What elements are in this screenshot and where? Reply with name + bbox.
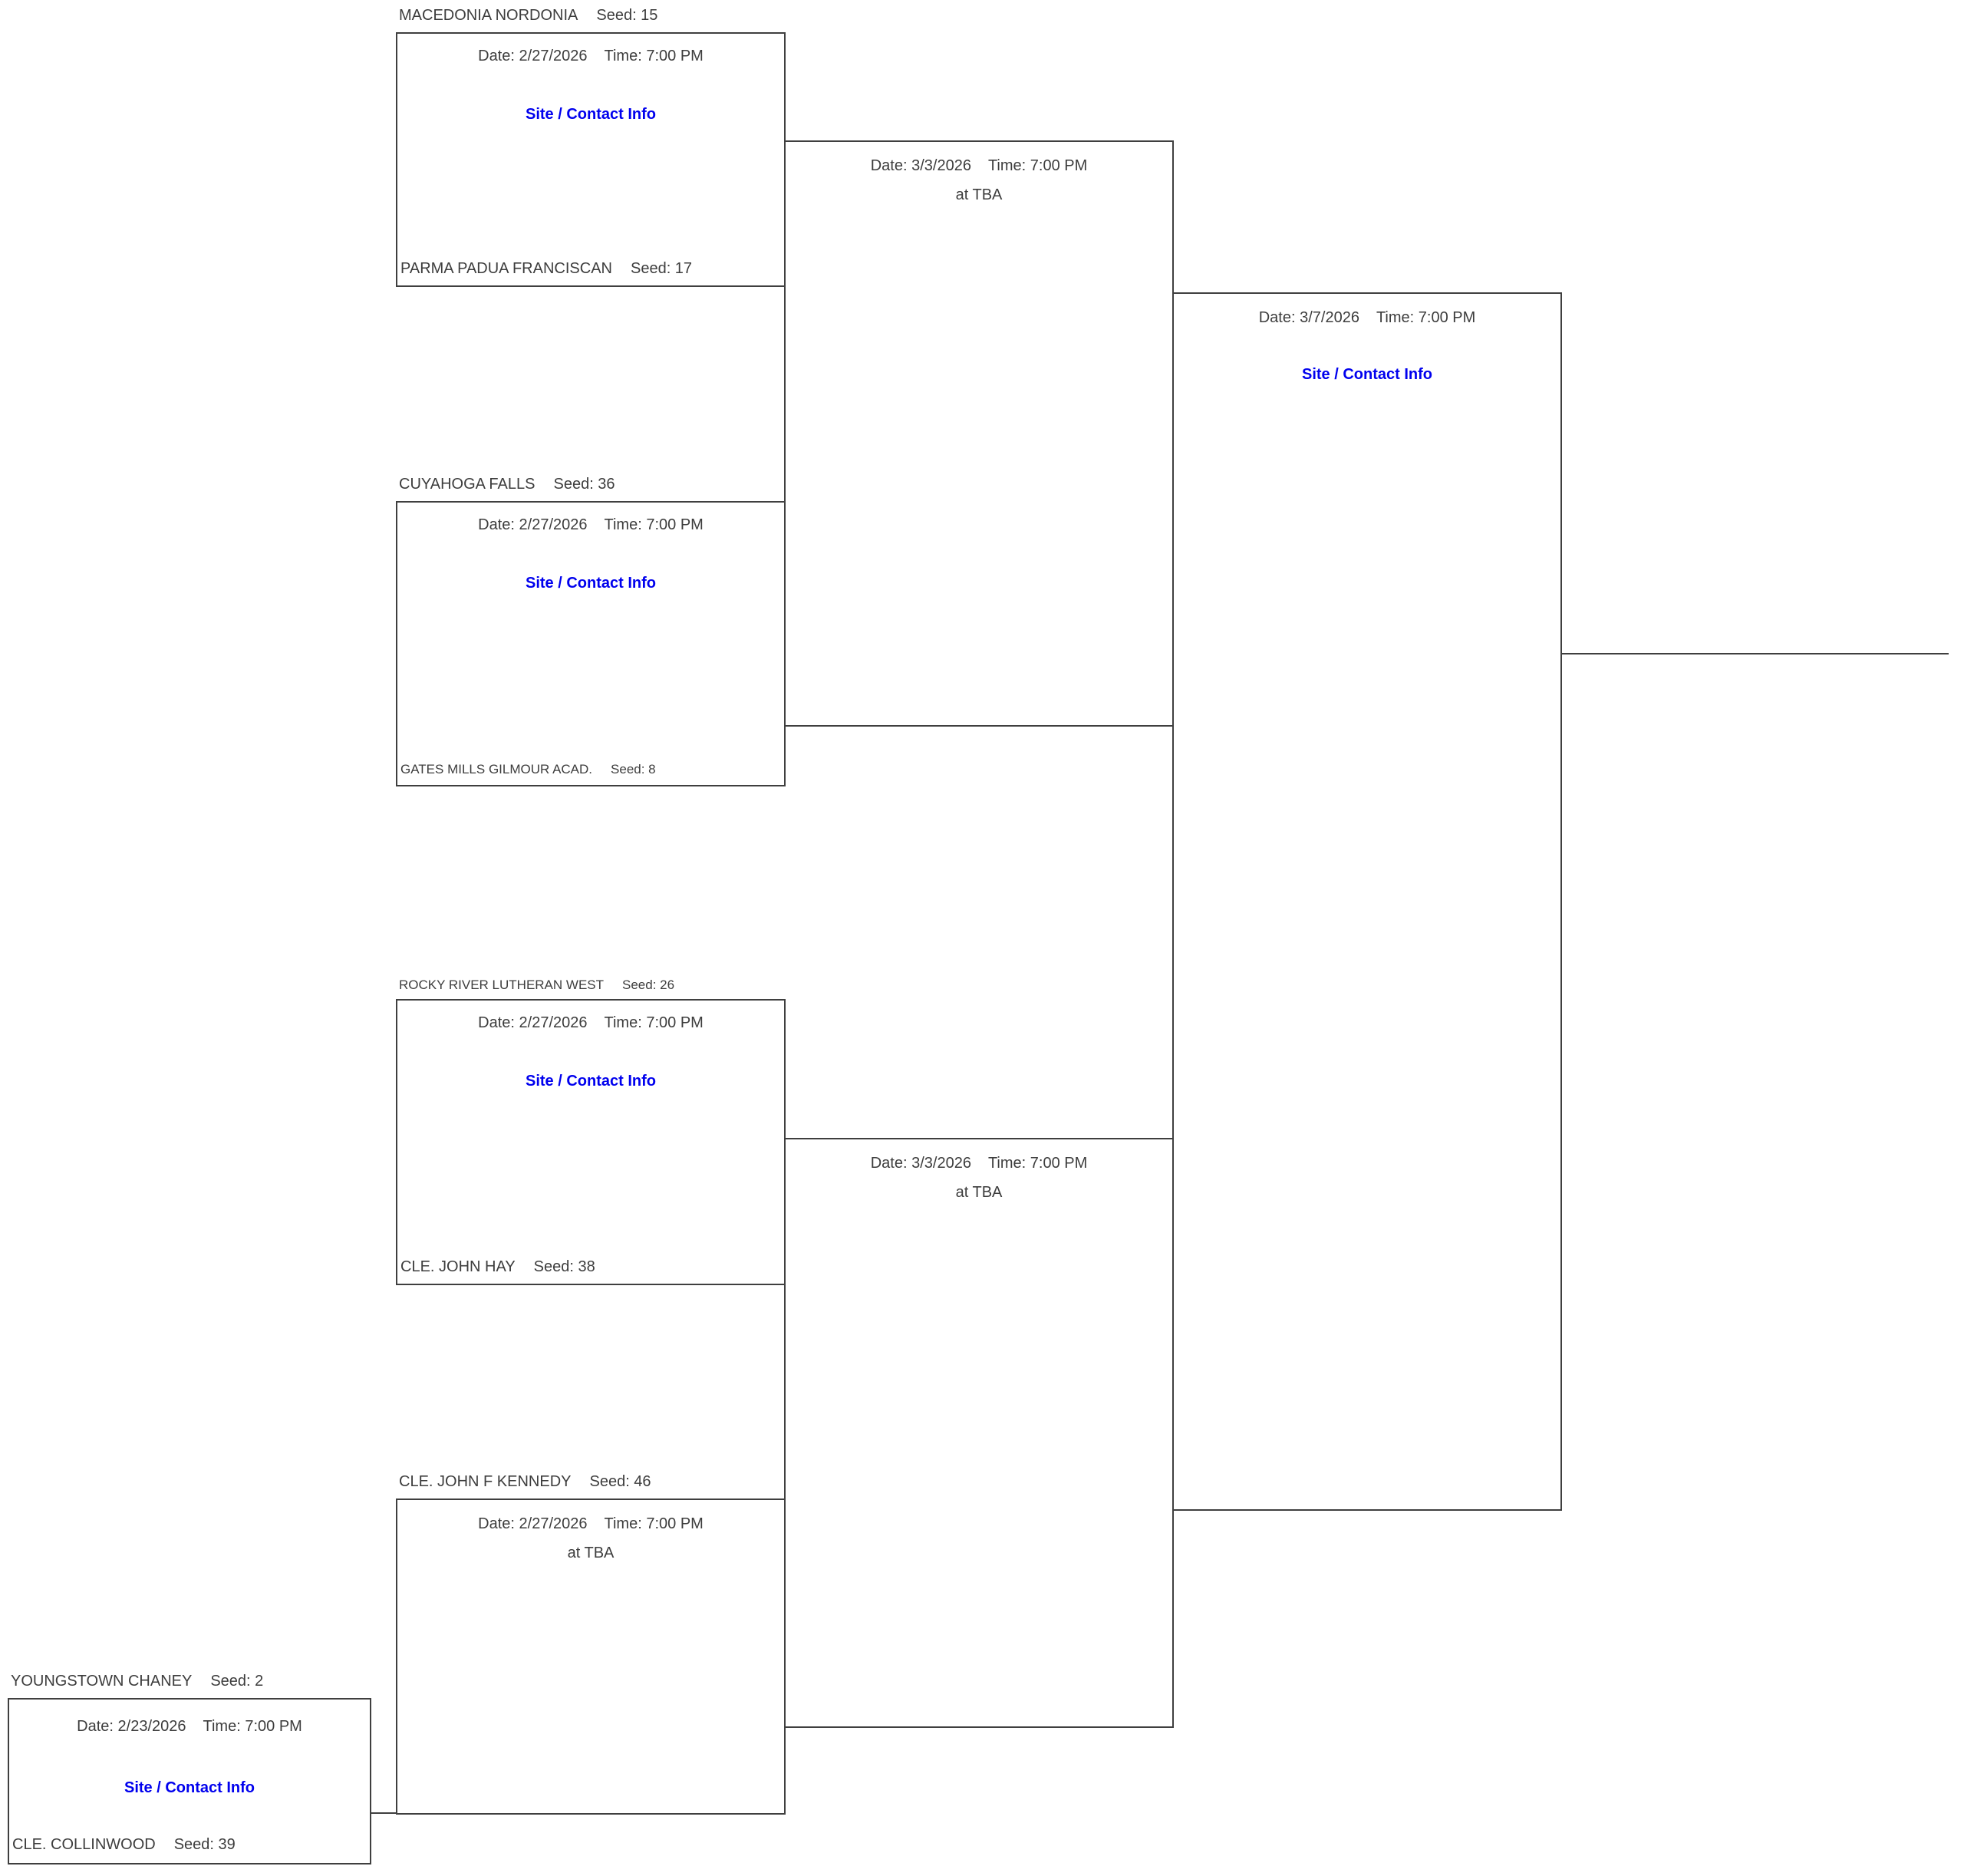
game-box-round2-game1: Date: 3/3/2026 Time: 7:00 PM at TBA (784, 140, 1174, 727)
team-name: YOUNGSTOWN CHANEY (11, 1673, 193, 1690)
game-box-round1-game1: Date: 2/27/2026 Time: 7:00 PM Site / Cont… (396, 32, 786, 287)
game-box-round1-game3: Date: 2/27/2026 Time: 7:00 PM Site / Cont… (396, 999, 786, 1285)
game-date: Date: 2/27/2026 (478, 1014, 588, 1031)
site-contact-link[interactable]: Site / Contact Info (526, 575, 656, 592)
team-seed: Seed: 17 (630, 260, 693, 277)
game-time: Time: 7:00 PM (604, 1014, 704, 1031)
game-venue: at TBA (955, 1184, 1003, 1201)
game-date: Date: 2/23/2026 (77, 1718, 186, 1735)
game-venue: at TBA (955, 186, 1003, 203)
game-time: Time: 7:00 PM (604, 516, 704, 533)
game-time: Time: 7:00 PM (1376, 309, 1476, 326)
team-label-cuyahoga-falls: CUYAHOGA FALLS Seed: 36 (399, 475, 615, 493)
team-seed: Seed: 8 (611, 762, 656, 776)
game-datetime: Date: 2/23/2026 Time: 7:00 PM (9, 1718, 370, 1736)
team-label-parma-padua-franciscan: PARMA PADUA FRANCISCAN Seed: 17 (400, 259, 692, 278)
game-date: Date: 2/27/2026 (478, 516, 588, 533)
team-label-youngstown-chaney: YOUNGSTOWN CHANEY Seed: 2 (11, 1672, 263, 1690)
game-date: Date: 3/7/2026 (1258, 309, 1359, 326)
game-box-round1-game2: Date: 2/27/2026 Time: 7:00 PM Site / Cont… (396, 501, 786, 786)
game-date: Date: 2/27/2026 (478, 48, 588, 64)
team-label-cle-collinwood: CLE. COLLINWOOD Seed: 39 (12, 1835, 236, 1854)
site-contact-link[interactable]: Site / Contact Info (124, 1779, 255, 1796)
team-label-macedonia-nordonia: MACEDONIA NORDONIA Seed: 15 (399, 6, 657, 25)
site-contact-link[interactable]: Site / Contact Info (526, 1073, 656, 1090)
game-datetime: Date: 2/27/2026 Time: 7:00 PM (397, 1014, 784, 1032)
game-datetime: Date: 2/27/2026 Time: 7:00 PM (397, 1515, 784, 1533)
game-time: Time: 7:00 PM (604, 48, 704, 64)
game-datetime: Date: 3/7/2026 Time: 7:00 PM (1174, 309, 1560, 327)
team-name: MACEDONIA NORDONIA (399, 7, 578, 24)
game-date: Date: 2/27/2026 (478, 1515, 588, 1532)
team-label-rocky-river-lutheran-west: ROCKY RIVER LUTHERAN WEST Seed: 26 (399, 976, 674, 994)
game-box-round3-final: Date: 3/7/2026 Time: 7:00 PM Site / Conta… (1172, 292, 1562, 1511)
game-time: Time: 7:00 PM (203, 1718, 302, 1735)
game-datetime: Date: 2/27/2026 Time: 7:00 PM (397, 516, 784, 534)
game-time: Time: 7:00 PM (987, 1155, 1088, 1172)
team-name: CLE. JOHN F KENNEDY (399, 1473, 572, 1490)
game-time: Time: 7:00 PM (604, 1515, 704, 1532)
game-box-round1-game4: Date: 2/27/2026 Time: 7:00 PM at TBA (396, 1498, 786, 1815)
game-venue: at TBA (567, 1545, 615, 1561)
team-label-cle-john-f-kennedy: CLE. JOHN F KENNEDY Seed: 46 (399, 1472, 651, 1491)
team-seed: Seed: 36 (553, 476, 615, 493)
site-contact-link[interactable]: Site / Contact Info (526, 106, 656, 123)
team-seed: Seed: 39 (173, 1836, 236, 1853)
team-name: CLE. COLLINWOOD (12, 1836, 156, 1853)
game-datetime: Date: 3/3/2026 Time: 7:00 PM (786, 157, 1172, 175)
team-seed: Seed: 26 (622, 978, 675, 992)
playin-winner-connector-line (370, 1812, 397, 1814)
team-label-gates-mills-gilmour-acad: GATES MILLS GILMOUR ACAD. Seed: 8 (400, 760, 656, 779)
team-name: GATES MILLS GILMOUR ACAD. (400, 762, 593, 776)
game-time: Time: 7:00 PM (987, 157, 1088, 174)
game-box-round2-game2: Date: 3/3/2026 Time: 7:00 PM at TBA (784, 1138, 1174, 1728)
game-datetime: Date: 3/3/2026 Time: 7:00 PM (786, 1155, 1172, 1172)
game-date: Date: 3/3/2026 (870, 157, 971, 174)
team-seed: Seed: 46 (589, 1473, 651, 1490)
winner-advancement-line (1560, 653, 1949, 654)
site-contact-link[interactable]: Site / Contact Info (1302, 366, 1432, 383)
team-seed: Seed: 38 (533, 1258, 595, 1275)
game-box-playin: Date: 2/23/2026 Time: 7:00 PM Site / Cont… (8, 1698, 371, 1864)
team-name: PARMA PADUA FRANCISCAN (400, 260, 612, 277)
team-name: ROCKY RIVER LUTHERAN WEST (399, 978, 605, 992)
team-seed: Seed: 15 (596, 7, 658, 24)
game-date: Date: 3/3/2026 (870, 1155, 971, 1172)
team-name: CUYAHOGA FALLS (399, 476, 535, 493)
team-name: CLE. JOHN HAY (400, 1258, 516, 1275)
game-datetime: Date: 2/27/2026 Time: 7:00 PM (397, 48, 784, 65)
team-seed: Seed: 2 (210, 1673, 264, 1690)
team-label-cle-john-hay: CLE. JOHN HAY Seed: 38 (400, 1258, 595, 1276)
